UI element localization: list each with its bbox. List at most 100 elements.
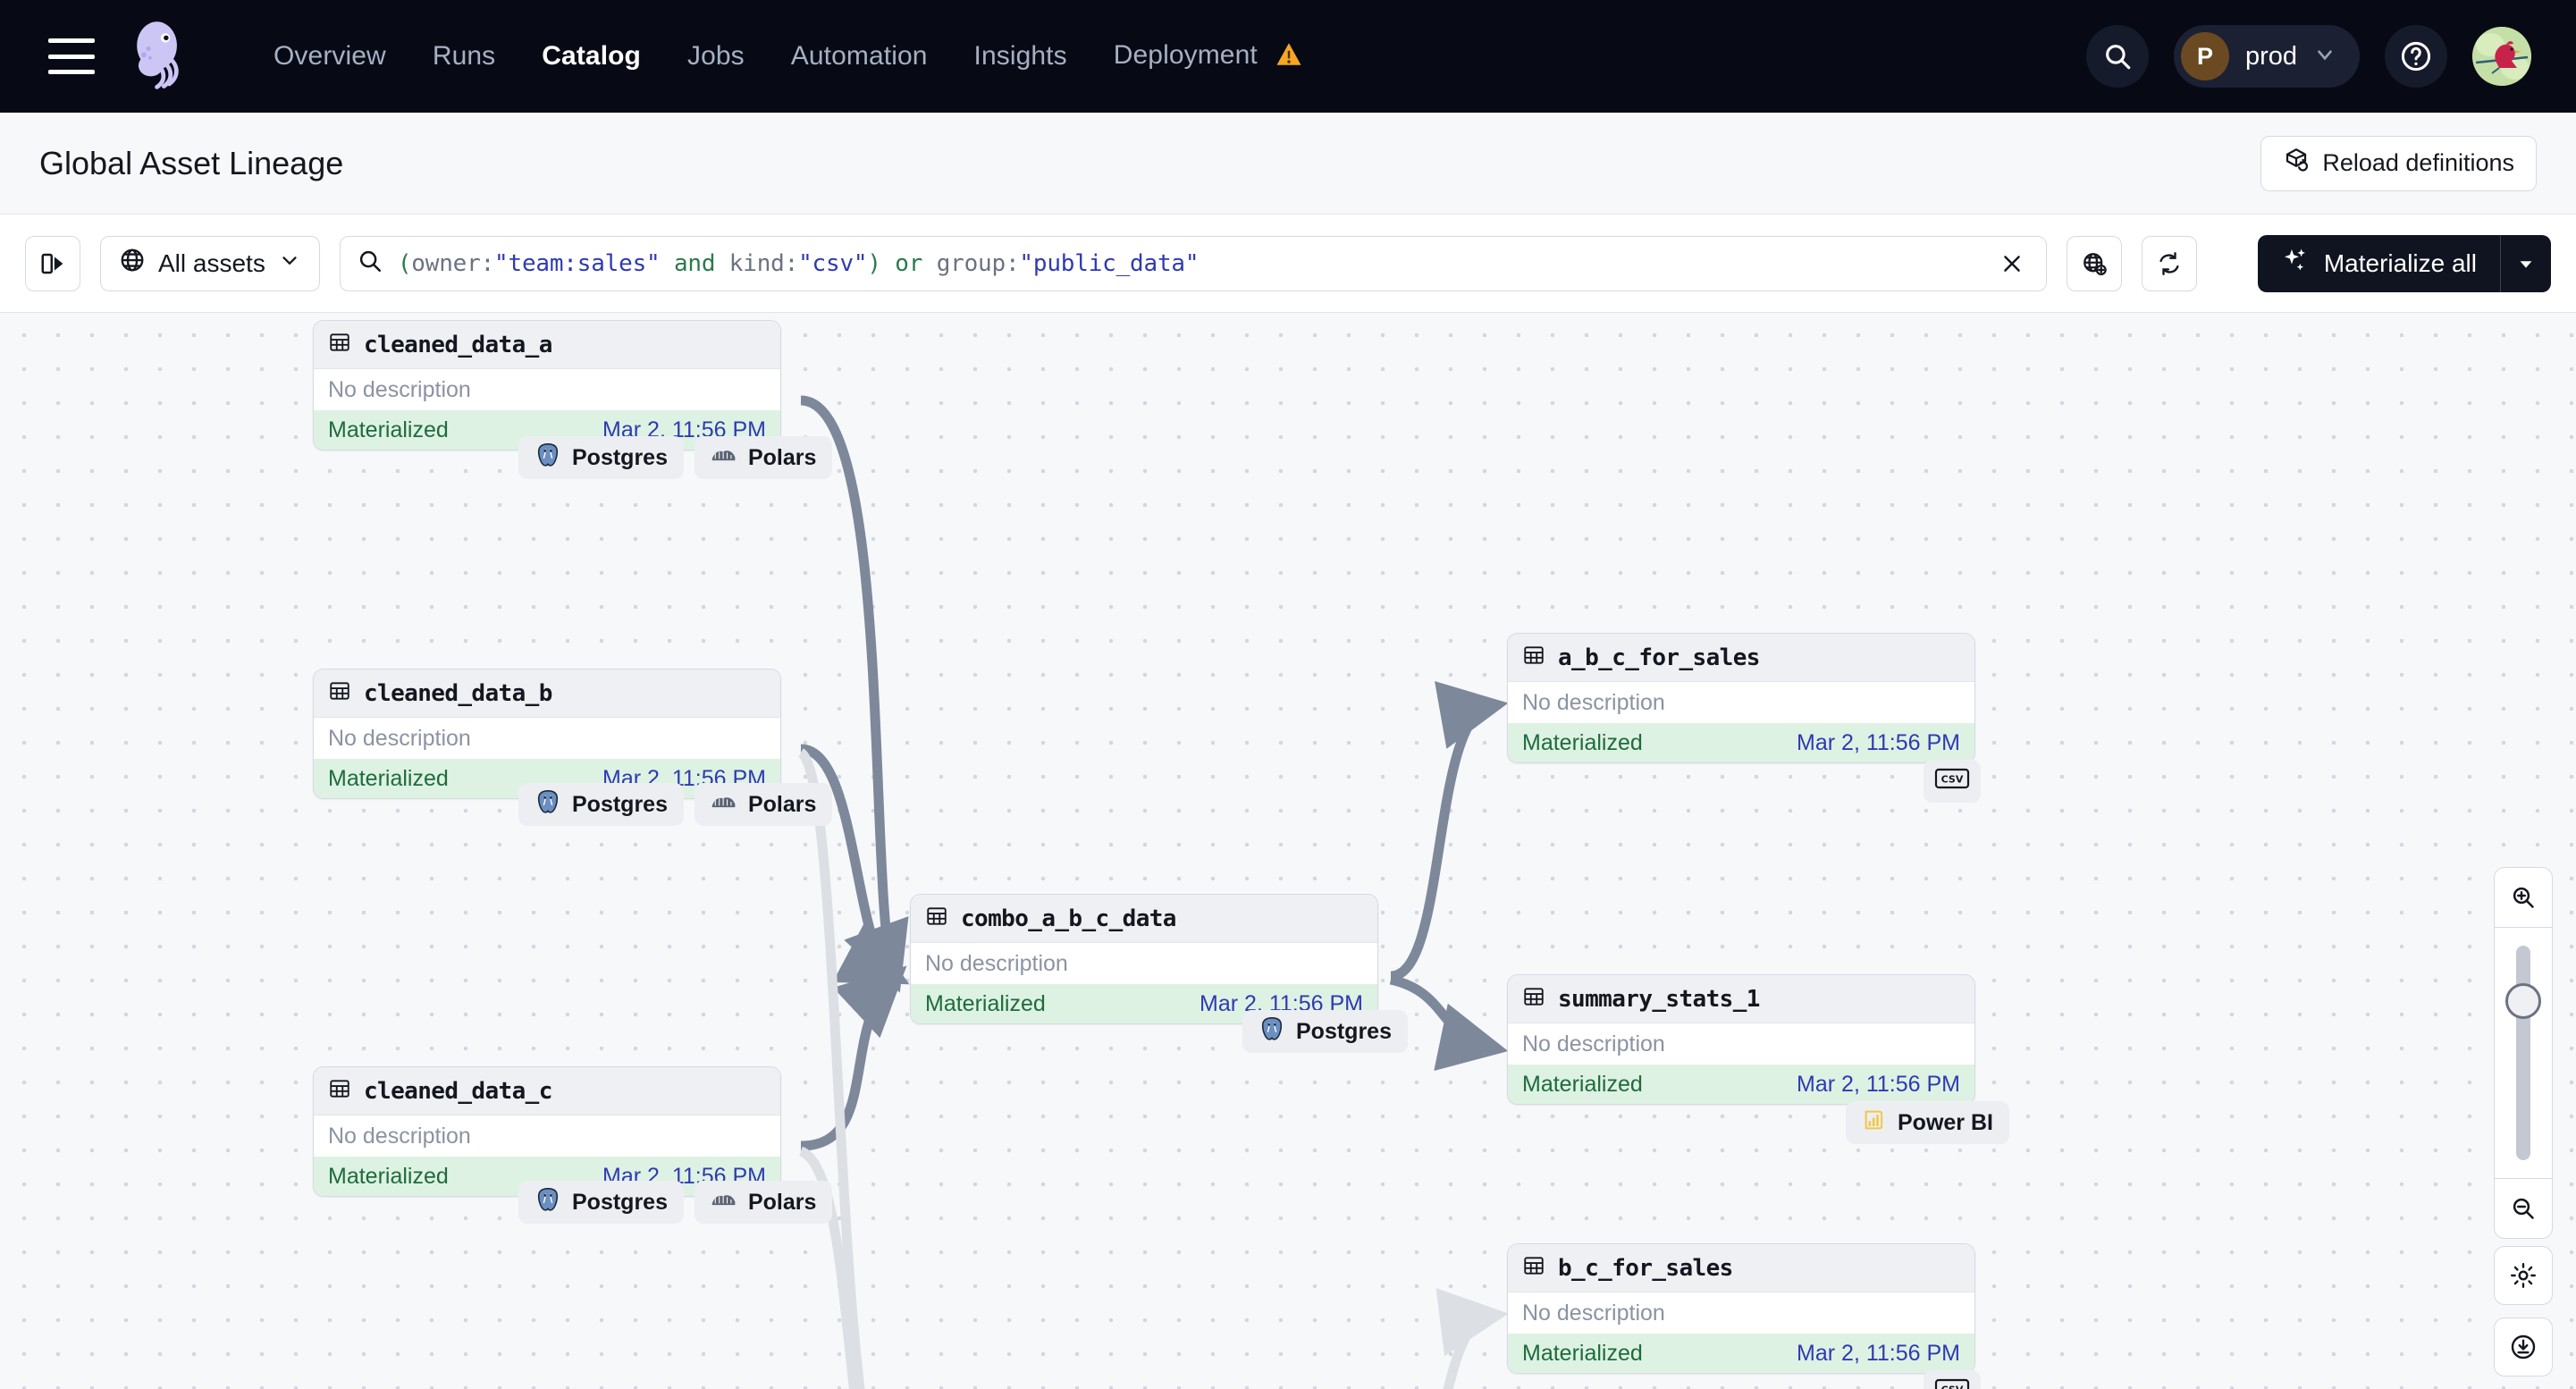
asset-node-title: combo_a_b_c_data bbox=[961, 905, 1176, 932]
postgres-icon bbox=[535, 788, 561, 821]
asset-node-header: b_c_for_sales bbox=[1508, 1244, 1974, 1292]
postgres-icon bbox=[535, 442, 561, 475]
asset-node-tags: Postgres bbox=[1242, 1010, 1408, 1053]
asset-node-description: No description bbox=[314, 1115, 780, 1157]
user-avatar-cardinal[interactable] bbox=[2472, 27, 2531, 86]
nav-link-deployment[interactable]: Deployment bbox=[1090, 40, 1326, 73]
materialize-all-button[interactable]: Materialize all bbox=[2258, 235, 2500, 292]
status-timestamp[interactable]: Mar 2, 11:56 PM bbox=[1797, 1340, 1960, 1366]
asset-search-box[interactable]: (owner:"team:sales" and kind:"csv") or g… bbox=[339, 235, 2047, 291]
panel-expand-icon[interactable] bbox=[25, 235, 80, 291]
asset-node-combo_a_b_c_data[interactable]: combo_a_b_c_data No description Material… bbox=[910, 894, 1378, 1024]
refresh-icon[interactable] bbox=[2141, 235, 2197, 291]
asset-node-title: summary_stats_1 bbox=[1558, 985, 1760, 1013]
asset-node-description: No description bbox=[314, 718, 780, 759]
nav-link-automation[interactable]: Automation bbox=[790, 41, 928, 71]
asset-node-a_b_c_for_sales[interactable]: a_b_c_for_sales No description Materiali… bbox=[1507, 633, 1975, 763]
lineage-edges bbox=[797, 395, 1509, 1389]
status-timestamp[interactable]: Mar 2, 11:56 PM bbox=[1797, 1071, 1960, 1097]
asset-node-tags: Postgres Polars bbox=[518, 1181, 833, 1224]
asset-node-title: a_b_c_for_sales bbox=[1558, 644, 1760, 671]
search-input[interactable]: (owner:"team:sales" and kind:"csv") or g… bbox=[397, 249, 1200, 277]
scope-selector-label: All assets bbox=[158, 248, 265, 277]
scope-selector-button[interactable]: All assets bbox=[100, 235, 320, 291]
asset-node-title: cleaned_data_c bbox=[364, 1077, 552, 1105]
search-icon[interactable] bbox=[2085, 25, 2149, 88]
zoom-slider-track bbox=[2516, 946, 2530, 1160]
asset-node-status: Materialized Mar 2, 11:56 PM bbox=[1508, 1334, 1974, 1373]
asset-node-summary_stats_1[interactable]: summary_stats_1 No description Materiali… bbox=[1507, 974, 1975, 1105]
asset-node-cleaned_data_b[interactable]: cleaned_data_b No description Materializ… bbox=[313, 669, 781, 799]
polars-icon bbox=[711, 445, 737, 471]
asset-node-description: No description bbox=[1508, 1292, 1974, 1334]
kind-tag-label: Postgres bbox=[572, 791, 668, 817]
asset-node-title: cleaned_data_b bbox=[364, 679, 552, 707]
reload-definitions-button[interactable]: Reload definitions bbox=[2260, 135, 2537, 191]
kind-tag-postgres[interactable]: Postgres bbox=[1242, 1010, 1408, 1053]
asset-node-cleaned_data_a[interactable]: cleaned_data_a No description Materializ… bbox=[313, 320, 781, 450]
globe-plus-icon[interactable] bbox=[2066, 235, 2122, 291]
kind-tag-postgres[interactable]: Postgres bbox=[518, 1181, 684, 1224]
top-navigation-bar: Overview Runs Catalog Jobs Automation In… bbox=[0, 0, 2576, 113]
page-header: Global Asset Lineage Reload definitions bbox=[0, 113, 2576, 215]
asset-node-cleaned_data_c[interactable]: cleaned_data_c No description Materializ… bbox=[313, 1066, 781, 1197]
page-title: Global Asset Lineage bbox=[39, 144, 344, 181]
kind-tag-csv[interactable]: CSV bbox=[1924, 760, 1981, 803]
kind-tag-postgres[interactable]: Postgres bbox=[518, 436, 684, 479]
kind-tag-csv[interactable]: CSV bbox=[1924, 1370, 1981, 1389]
dagster-logo-icon[interactable] bbox=[122, 18, 198, 95]
asset-node-b_c_for_sales[interactable]: b_c_for_sales No description Materialize… bbox=[1507, 1243, 1975, 1374]
nav-link-runs[interactable]: Runs bbox=[432, 41, 496, 71]
zoom-out-icon[interactable] bbox=[2495, 1179, 2552, 1238]
table-icon bbox=[1522, 985, 1545, 1013]
kind-tag-postgres[interactable]: Postgres bbox=[518, 783, 684, 826]
asset-node-header: cleaned_data_b bbox=[314, 669, 780, 718]
hamburger-icon[interactable] bbox=[48, 38, 95, 74]
asset-node-description: No description bbox=[1508, 1023, 1974, 1065]
status-badge: Materialized bbox=[1522, 729, 1643, 755]
kind-tag-polars[interactable]: Polars bbox=[694, 1181, 833, 1224]
kind-tag-power-bi[interactable]: Power BI bbox=[1846, 1101, 2009, 1144]
question-circle-icon[interactable] bbox=[2385, 25, 2447, 88]
zoom-slider[interactable] bbox=[2495, 928, 2552, 1178]
caret-down-icon[interactable] bbox=[2501, 235, 2551, 292]
nav-link-jobs[interactable]: Jobs bbox=[686, 41, 745, 71]
materialize-divider bbox=[2500, 234, 2501, 292]
kind-tag-label: Postgres bbox=[572, 444, 668, 470]
asset-node-tags: Postgres Polars bbox=[518, 783, 833, 826]
zoom-in-icon[interactable] bbox=[2495, 868, 2552, 927]
kind-tag-label: Polars bbox=[747, 791, 817, 817]
table-icon bbox=[1522, 1254, 1545, 1282]
deployment-selector[interactable]: P prod bbox=[2173, 25, 2360, 88]
kind-tag-polars[interactable]: Polars bbox=[694, 436, 833, 479]
table-icon bbox=[1522, 644, 1545, 671]
status-badge: Materialized bbox=[925, 990, 1046, 1016]
reload-definitions-label: Reload definitions bbox=[2322, 149, 2514, 176]
kind-tag-polars[interactable]: Polars bbox=[694, 783, 833, 826]
nav-link-catalog[interactable]: Catalog bbox=[542, 41, 641, 71]
lineage-canvas[interactable]: cleaned_data_a No description Materializ… bbox=[0, 313, 2576, 1389]
zoom-slider-knob[interactable] bbox=[2505, 983, 2541, 1019]
csv-icon: CSV bbox=[1934, 1376, 1970, 1389]
graph-toolbar: All assets (owner:"team:sales" and kind:… bbox=[0, 215, 2576, 313]
gear-icon[interactable] bbox=[2494, 1246, 2553, 1305]
download-circle-icon[interactable] bbox=[2494, 1317, 2553, 1376]
nav-link-insights[interactable]: Insights bbox=[973, 41, 1067, 71]
kind-tag-label: Postgres bbox=[572, 1189, 668, 1215]
status-badge: Materialized bbox=[328, 1163, 449, 1189]
close-x-icon[interactable] bbox=[1994, 246, 2030, 282]
asset-node-header: summary_stats_1 bbox=[1508, 975, 1974, 1023]
asset-node-title: b_c_for_sales bbox=[1558, 1254, 1733, 1282]
materialize-all-group[interactable]: Materialize all bbox=[2257, 234, 2551, 292]
box-reload-icon bbox=[2283, 147, 2310, 180]
table-icon bbox=[328, 1077, 351, 1105]
sparkle-icon bbox=[2281, 246, 2310, 281]
status-timestamp[interactable]: Mar 2, 11:56 PM bbox=[1797, 729, 1960, 755]
asset-node-header: cleaned_data_c bbox=[314, 1067, 780, 1115]
postgres-icon bbox=[535, 1186, 561, 1219]
svg-text:CSV: CSV bbox=[1941, 773, 1964, 785]
warning-triangle-icon bbox=[1275, 42, 1302, 73]
search-icon bbox=[357, 248, 383, 279]
nav-link-overview[interactable]: Overview bbox=[274, 41, 386, 71]
